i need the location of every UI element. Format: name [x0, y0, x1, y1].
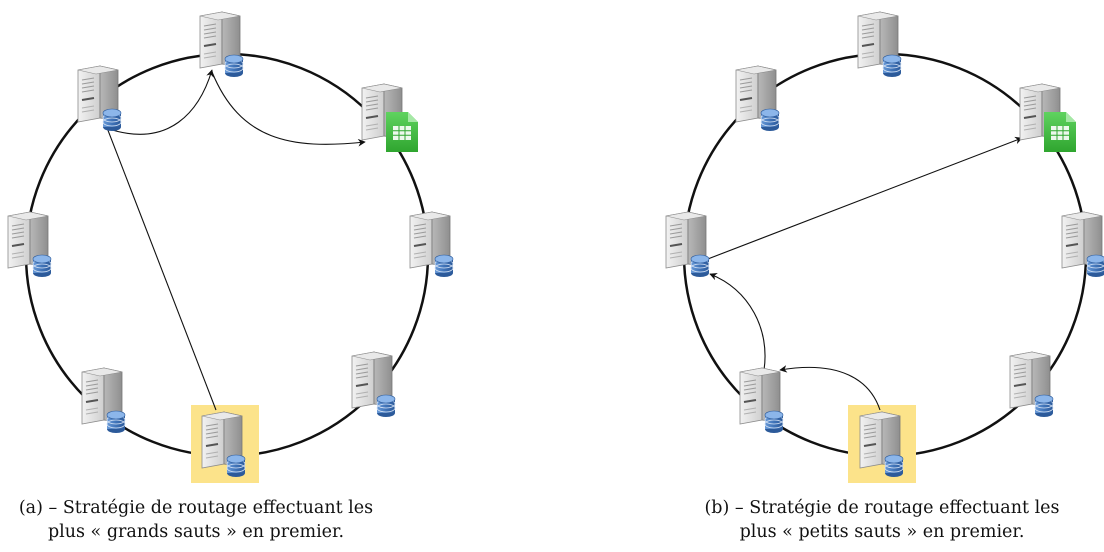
caption-b-line2: plus « petits sauts » en premier.	[739, 522, 1025, 542]
hop-arrow-a3	[211, 71, 366, 147]
caption-a-line1: (a) – Stratégie de routage effectuant le…	[18, 498, 374, 518]
hop-arrow-b1	[779, 365, 881, 411]
hop-arrow-a2	[105, 69, 214, 135]
server-icon	[857, 11, 902, 78]
database-icon	[32, 254, 52, 278]
server-icon	[81, 367, 126, 434]
database-icon	[1086, 254, 1104, 278]
database-icon	[690, 254, 710, 278]
caption-b-line1: (b) – Stratégie de routage effectuant le…	[704, 498, 1060, 518]
caption-a-line2: plus « grands sauts » en premier.	[47, 522, 345, 542]
caption-a: (a) – Stratégie de routage effectuant le…	[0, 496, 446, 544]
server-icon	[7, 211, 52, 278]
database-icon	[760, 108, 780, 132]
server-icon	[739, 367, 784, 434]
hop-arrow-b3	[699, 136, 1023, 263]
spreadsheet-icon	[385, 111, 419, 153]
database-icon	[1034, 394, 1054, 418]
server-icon	[1061, 211, 1104, 278]
hop-arrow-a1	[102, 119, 217, 411]
database-icon	[884, 454, 904, 478]
database-icon	[434, 254, 454, 278]
panel-b	[665, 11, 1104, 483]
server-icon	[735, 65, 780, 132]
database-icon	[764, 410, 784, 434]
database-icon	[224, 54, 244, 78]
server-icon	[665, 211, 710, 278]
database-icon	[226, 454, 246, 478]
server-icon	[199, 11, 244, 78]
spreadsheet-icon	[1043, 111, 1077, 153]
panel-a	[7, 11, 454, 483]
hop-arrow-b2	[709, 273, 766, 371]
caption-b: (b) – Stratégie de routage effectuant le…	[632, 496, 1104, 544]
database-icon	[376, 394, 396, 418]
database-icon	[882, 54, 902, 78]
server-icon	[409, 211, 454, 278]
database-icon	[106, 410, 126, 434]
database-icon	[102, 108, 122, 132]
server-icon	[77, 65, 122, 132]
